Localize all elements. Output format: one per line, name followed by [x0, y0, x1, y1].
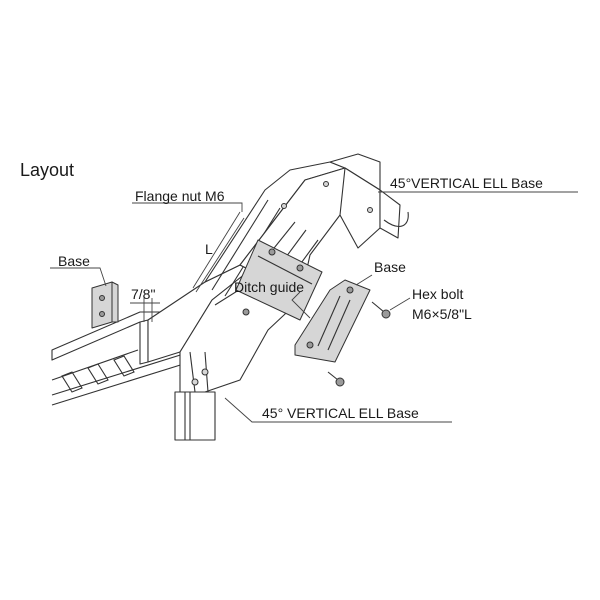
base-left-label: Base: [58, 253, 90, 269]
ell-base-top-label: 45°VERTICAL ELL Base: [390, 175, 543, 191]
hex-bolts: [327, 301, 391, 387]
ell-base-bottom-label: 45° VERTICAL ELL Base: [262, 405, 419, 421]
hex-bolt-label: Hex bolt: [412, 286, 463, 302]
base-right-label: Base: [374, 259, 406, 275]
dimension-78-label: 7/8": [131, 286, 155, 302]
base-left: [91, 281, 119, 329]
flange-nut-label: Flange nut M6: [135, 188, 225, 204]
base-right: [294, 279, 371, 363]
ditch-guide-label: Ditch guide: [234, 279, 304, 295]
ditch-guide: [235, 239, 323, 321]
hex-bolt-size-label: M6×5/8"L: [412, 306, 472, 322]
leader-lines: [50, 191, 578, 423]
dimension-l-label: L: [205, 241, 213, 257]
layout-title: Layout: [20, 160, 74, 180]
upper-vertical-ell: [329, 153, 409, 249]
